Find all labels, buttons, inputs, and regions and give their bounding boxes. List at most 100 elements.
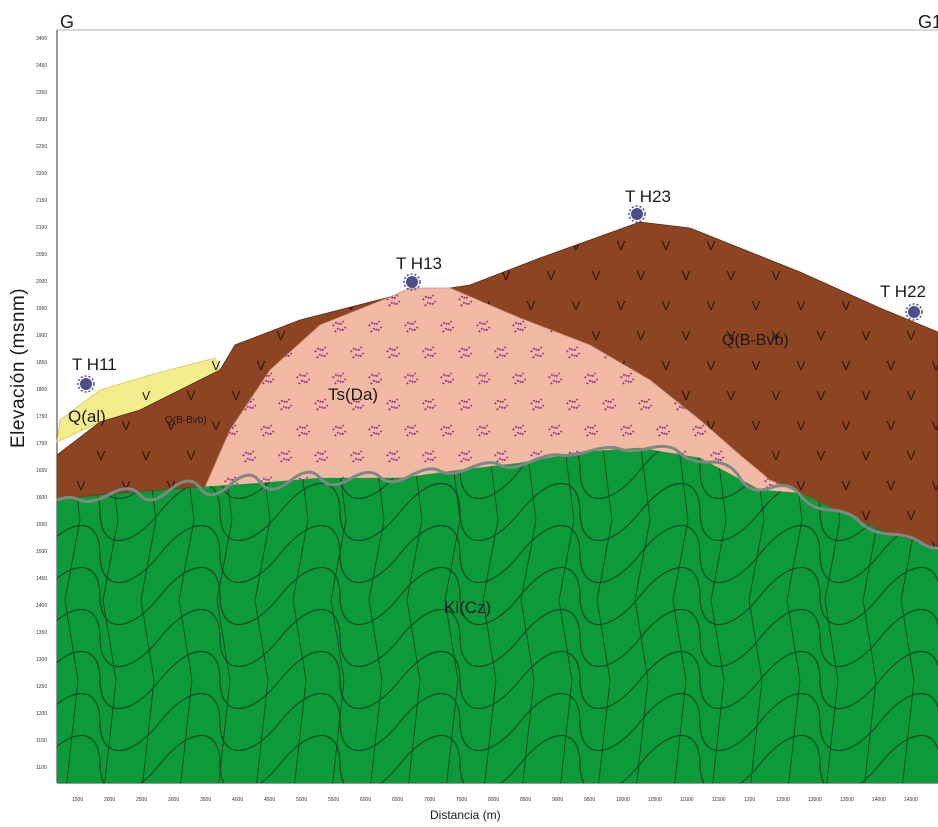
basalt-symbol: V [232, 388, 241, 403]
fracture-line [520, 448, 537, 783]
x-tick-label: 6500 [392, 797, 404, 803]
y-tick-label: 2200 [36, 171, 48, 177]
fold-line [57, 651, 938, 709]
basalt-symbol: V [572, 298, 581, 313]
basalt-symbol: V [932, 538, 938, 553]
x-tick-label: 2000 [104, 797, 116, 803]
dacite-symbol [350, 346, 365, 359]
fracture-line [140, 448, 157, 783]
dacite-symbol [584, 424, 599, 437]
dacite-symbol [422, 346, 437, 359]
basalt-symbol: V [637, 268, 646, 283]
dacite-symbol [386, 398, 401, 411]
basalt-symbol: V [727, 268, 736, 283]
basalt-symbol: V [617, 238, 626, 253]
basalt-symbol: V [122, 358, 131, 373]
basalt-symbol: V [887, 358, 896, 373]
y-tick-label: 1350 [36, 630, 48, 636]
dacite-symbol [458, 450, 473, 463]
x-tick-label: 6000 [360, 797, 372, 803]
x-tick-label: 8500 [520, 797, 532, 803]
basalt-symbol: V [187, 448, 196, 463]
station-label-th13: T H13 [396, 254, 442, 273]
fracture-line [596, 448, 613, 783]
basalt-symbol: V [907, 508, 916, 523]
basalt-symbol: V [257, 238, 266, 253]
fracture-line [444, 448, 461, 783]
basalt-symbol: V [122, 478, 131, 493]
dacite-symbol [692, 424, 707, 437]
basalt-symbol: V [302, 298, 311, 313]
y-tick-label: 2150 [36, 198, 48, 204]
dacite-symbol [260, 320, 275, 333]
station-icon-th22 [905, 303, 923, 321]
basalt-symbol: V [907, 268, 916, 283]
dacite-symbol [494, 346, 509, 359]
basalt-symbol: V [862, 508, 871, 523]
dacite-symbol [314, 398, 329, 411]
basalt-symbol: V [97, 268, 106, 283]
y-tick-label: 1750 [36, 414, 48, 420]
dacite-symbol [386, 294, 401, 307]
basalt-symbol: V [887, 238, 896, 253]
basalt-symbol: V [77, 298, 86, 313]
dacite-symbol [548, 424, 563, 437]
basalt-symbol: V [122, 418, 131, 433]
fracture-line [634, 448, 651, 783]
basalt-symbol: V [97, 448, 106, 463]
dacite-symbol [476, 372, 491, 385]
x-tick-label: 12500 [776, 797, 790, 803]
dacite-symbol [404, 424, 419, 437]
dacite-symbol [386, 346, 401, 359]
basalt-symbol: V [122, 238, 131, 253]
basalt-symbol: V [662, 358, 671, 373]
dacite-symbol [350, 450, 365, 463]
basalt-symbol: V [257, 298, 266, 313]
basalt-symbol: V [707, 238, 716, 253]
basalt-symbol: V [772, 448, 781, 463]
fracture-line [710, 448, 727, 783]
fold-line [57, 735, 938, 783]
basalt-symbol: V [257, 358, 266, 373]
y-tick-label: 1900 [36, 333, 48, 339]
unit-label-alluvium: Q(al) [68, 407, 106, 426]
dacite-symbol [656, 424, 671, 437]
basalt-symbol: V [232, 268, 241, 283]
station-label-th11: T H11 [72, 355, 117, 374]
dacite-symbol [494, 450, 509, 463]
dacite-symbol [242, 294, 257, 307]
basalt-symbol: V [322, 268, 331, 283]
basalt-symbol: V [302, 238, 311, 253]
dacite-symbol [422, 294, 437, 307]
basalt-symbol: V [212, 358, 221, 373]
basalt-symbol: V [502, 268, 511, 283]
basalt-symbol: V [437, 238, 446, 253]
x-tick-label: 10500 [648, 797, 662, 803]
basalt-symbol: V [797, 238, 806, 253]
x-tick-label: 11000 [680, 797, 694, 803]
x-tick-label: 3000 [168, 797, 180, 803]
section-start-label: G [60, 12, 75, 32]
basalt-symbol: V [187, 388, 196, 403]
unit-label-basalt-left: Q(B-Bvb) [165, 415, 207, 426]
x-tick-label: 11500 [712, 797, 726, 803]
basalt-symbol: V [862, 268, 871, 283]
basalt-symbol: V [842, 478, 851, 493]
dacite-symbol [494, 398, 509, 411]
basalt-symbol: V [842, 358, 851, 373]
basalt-symbol: V [457, 268, 466, 283]
basalt-symbol: V [167, 238, 176, 253]
basalt-symbol: V [347, 298, 356, 313]
fracture-line [672, 448, 689, 783]
dacite-symbol [440, 320, 455, 333]
dacite-symbol [566, 398, 581, 411]
basalt-symbol: V [862, 448, 871, 463]
basalt-symbol: V [932, 298, 938, 313]
basalt-symbol: V [527, 238, 536, 253]
x-tick-label: 2500 [136, 797, 148, 803]
dacite-symbol [278, 398, 293, 411]
y-tick-label: 1100 [36, 765, 47, 771]
y-tick-label: 2300 [36, 117, 48, 123]
fold-line [57, 483, 938, 541]
fracture-line [216, 448, 233, 783]
